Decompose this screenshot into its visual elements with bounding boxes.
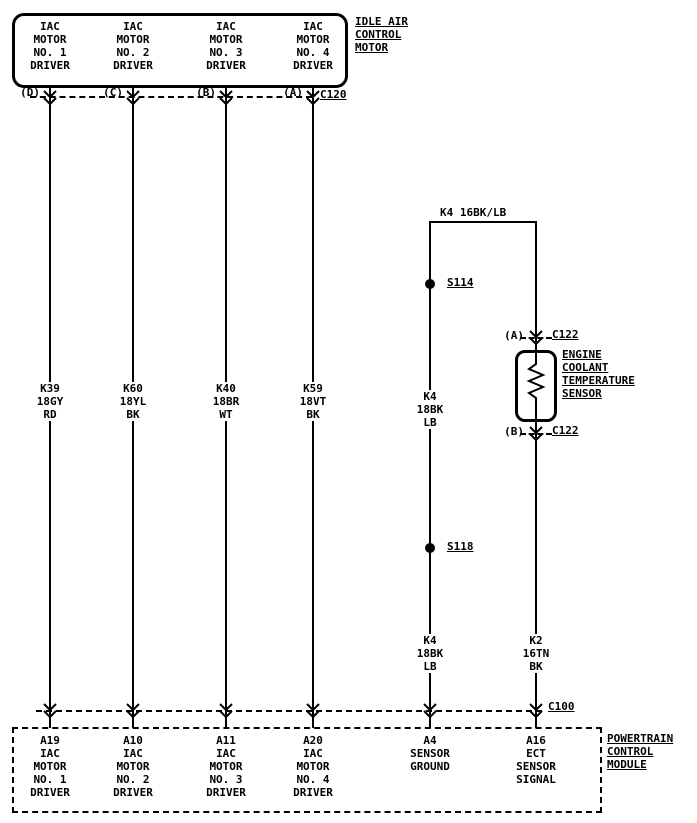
pcm-pin-a19-label: A19 IAC MOTOR NO. 1 DRIVER — [30, 734, 70, 799]
connector-chevron-icon — [306, 703, 320, 718]
connector-c122-a-label: C122 — [552, 328, 579, 341]
connector-chevron-icon — [423, 703, 437, 718]
splice-label-s118: S118 — [447, 540, 474, 553]
splice-label-s114: S114 — [447, 276, 474, 289]
connector-chevron-icon — [306, 90, 320, 105]
connector-c120-label: C120 — [320, 88, 347, 101]
wire-sensor-ground — [429, 221, 431, 728]
wire-ect-signal-lower — [535, 422, 537, 728]
wire-label-sensor-ground-low: K4 18BK LB — [414, 634, 446, 673]
wire-label-jumper: K4 16BK/LB — [440, 206, 507, 219]
wire-label-k40: K40 18BR WT — [210, 382, 242, 421]
connector-chevron-icon — [529, 330, 543, 345]
pin-label-c: (C) — [103, 86, 123, 99]
pcm-pin-a11-label: A11 IAC MOTOR NO. 3 DRIVER — [206, 734, 246, 799]
pcm-title: POWERTRAIN CONTROL MODULE — [607, 732, 674, 771]
ect-pin-b-label: (B) — [504, 425, 524, 438]
pcm-pin-a20-label: A20 IAC MOTOR NO. 4 DRIVER — [293, 734, 333, 799]
c100-connector-line — [36, 710, 542, 712]
pcm-box — [12, 727, 602, 813]
wire-label-k59: K59 18VT BK — [297, 382, 329, 421]
pin-label-a: (A) — [283, 86, 303, 99]
connector-c100-label: C100 — [548, 700, 575, 713]
connector-chevron-icon — [126, 703, 140, 718]
pcm-pin-a10-label: A10 IAC MOTOR NO. 2 DRIVER — [113, 734, 153, 799]
wire-jumper — [429, 221, 537, 223]
connector-c122-b-label: C122 — [552, 424, 579, 437]
connector-chevron-icon — [219, 90, 233, 105]
wire-label-k39: K39 18GY RD — [34, 382, 66, 421]
splice-dot-s114 — [425, 279, 435, 289]
pin-label-d: (D) — [20, 86, 40, 99]
connector-chevron-icon — [219, 703, 233, 718]
ect-sensor-box — [515, 350, 557, 422]
splice-dot-s118 — [425, 543, 435, 553]
connector-chevron-icon — [126, 90, 140, 105]
wire-label-ect-signal: K2 16TN BK — [520, 634, 552, 673]
thermistor-icon — [526, 352, 546, 420]
iac-motor-4-label: IAC MOTOR NO. 4 DRIVER — [293, 20, 333, 72]
connector-chevron-icon — [43, 90, 57, 105]
pin-label-b: (B) — [196, 86, 216, 99]
iac-box-title: IDLE AIR CONTROL MOTOR — [355, 15, 408, 54]
connector-chevron-icon — [529, 703, 543, 718]
iac-motor-2-label: IAC MOTOR NO. 2 DRIVER — [113, 20, 153, 72]
ect-sensor-title: ENGINE COOLANT TEMPERATURE SENSOR — [562, 348, 635, 400]
wire-label-sensor-ground-mid: K4 18BK LB — [414, 390, 446, 429]
c120-connector-line — [30, 96, 312, 98]
iac-motor-1-label: IAC MOTOR NO. 1 DRIVER — [30, 20, 70, 72]
ect-pin-a-label: (A) — [504, 329, 524, 342]
iac-motor-3-label: IAC MOTOR NO. 3 DRIVER — [206, 20, 246, 72]
pcm-pin-a16-label: A16 ECT SENSOR SIGNAL — [516, 734, 556, 786]
wire-ect-signal-upper — [535, 221, 537, 351]
connector-chevron-icon — [43, 703, 57, 718]
connector-chevron-icon — [529, 426, 543, 441]
iac-motor-box — [12, 13, 348, 88]
wire-label-k60: K60 18YL BK — [117, 382, 149, 421]
pcm-pin-a4-label: A4 SENSOR GROUND — [410, 734, 450, 773]
